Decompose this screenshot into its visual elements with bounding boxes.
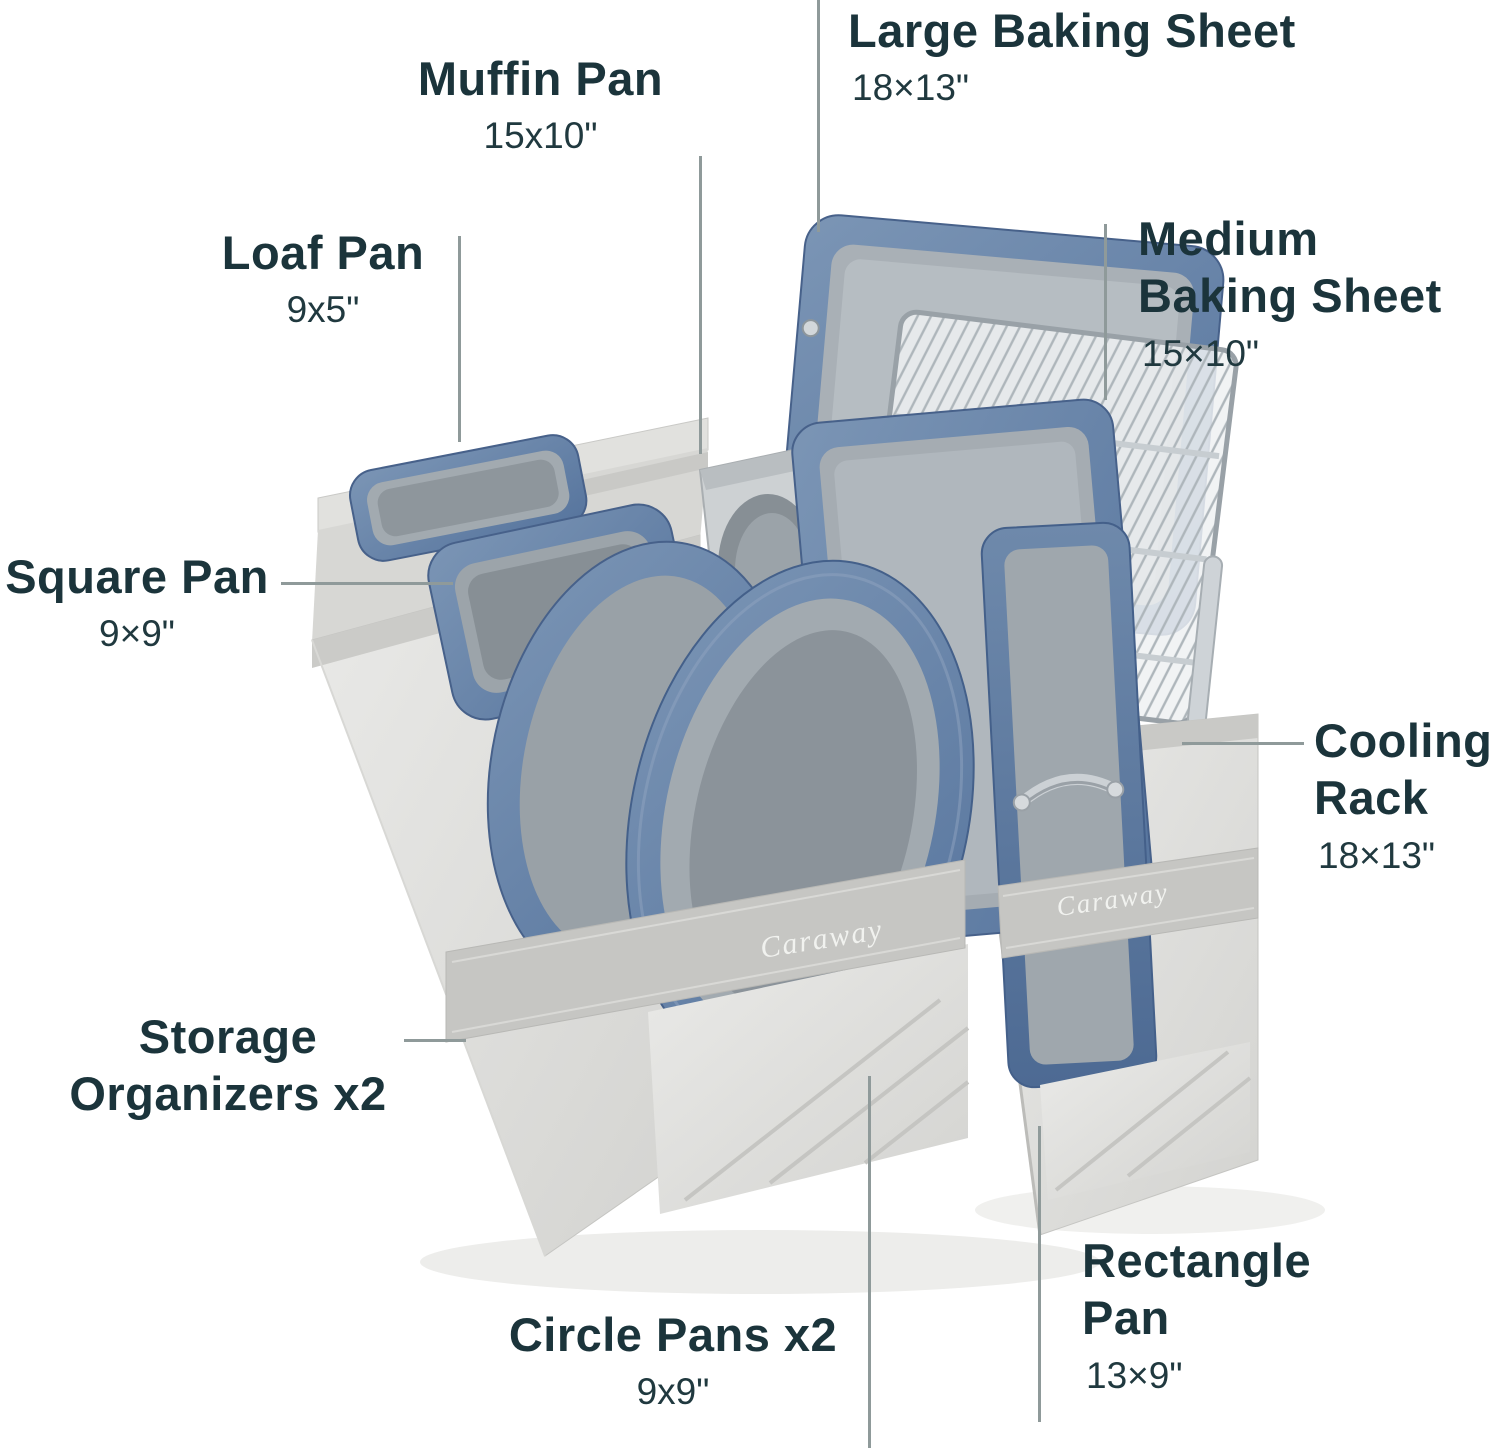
leader-line-muffin-pan (699, 156, 702, 454)
right-bin-strap-graphic: Caraway (997, 847, 1259, 959)
leader-line-medium-baking-sheet (1104, 224, 1107, 400)
callout-title: Square Pan (5, 550, 269, 603)
callout-size: 9x5" (286, 289, 360, 331)
callout-title: Circle Pans x2 (508, 1308, 838, 1361)
callout-title: Rectangle Pan (1082, 1234, 1312, 1345)
rectangle-pan-graphic (980, 521, 1158, 1089)
callout-title: Large Baking Sheet (848, 4, 1296, 57)
callout-size: 18×13" (1318, 834, 1436, 876)
callout-muffin-pan: Muffin Pan 15x10" (398, 50, 683, 157)
callout-title: Cooling Rack (1314, 714, 1493, 825)
leader-line-large-baking-sheet (817, 0, 820, 232)
callout-large-baking-sheet: Large Baking Sheet 18×13" (848, 2, 1408, 109)
leader-line-storage-organizers (404, 1039, 466, 1042)
left-bin-shadow (420, 1230, 1100, 1294)
left-bin-strap-graphic: Caraway (445, 859, 966, 1043)
callout-circle-pans: Circle Pans x2 9x9" (468, 1306, 878, 1413)
callout-title: Medium Baking Sheet (1138, 212, 1442, 323)
callout-square-pan: Square Pan 9×9" (2, 548, 272, 655)
leader-line-cooling-rack (1182, 742, 1304, 745)
callout-rectangle-pan: Rectangle Pan 13×9" (1082, 1232, 1342, 1397)
callout-size: 13×9" (1086, 1354, 1183, 1396)
callout-title: Loaf Pan (221, 226, 425, 279)
callout-title: Muffin Pan (417, 52, 664, 105)
leader-line-loaf-pan (458, 236, 461, 442)
callout-size: 18×13" (852, 67, 970, 109)
leader-line-square-pan (281, 582, 453, 585)
leader-line-rectangle-pan (1038, 1126, 1041, 1422)
callout-storage-organizers: Storage Organizers x2 (52, 1008, 404, 1123)
right-bin-dividers-graphic (1040, 1042, 1252, 1200)
callout-title: Storage Organizers x2 (69, 1010, 387, 1121)
callout-cooling-rack: Cooling Rack 18×13" (1314, 712, 1500, 877)
callout-size: 15×10" (1142, 332, 1260, 374)
leader-line-circle-pans (868, 1076, 871, 1448)
callout-loaf-pan: Loaf Pan 9x5" (208, 224, 438, 331)
callout-size: 15x10" (483, 115, 598, 157)
callout-size: 9×9" (99, 613, 175, 655)
callout-medium-baking-sheet: Medium Baking Sheet 15×10" (1138, 210, 1448, 375)
callout-size: 9x9" (636, 1371, 710, 1413)
